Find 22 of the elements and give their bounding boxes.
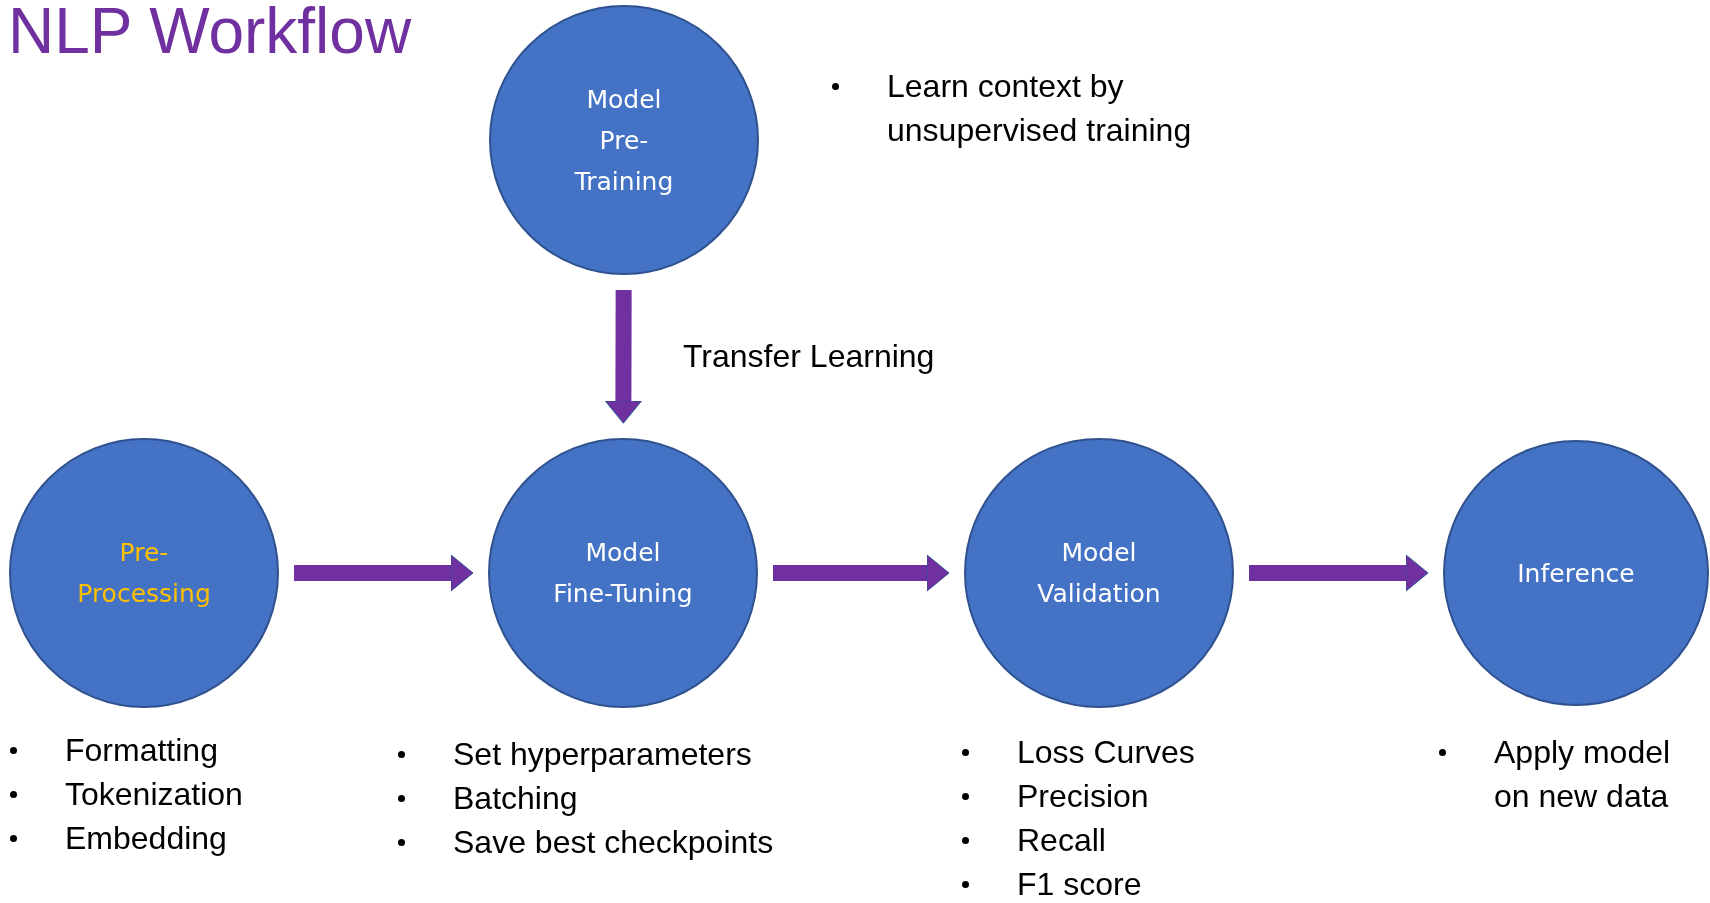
bullet-text: Embedding <box>65 819 227 858</box>
bullet-text: F1 score <box>1017 865 1142 903</box>
node-label: Model Fine-Tuning <box>553 537 693 610</box>
bullet-text: Learn context by unsupervised training <box>887 67 1193 150</box>
bullet-text: Save best checkpoints <box>453 823 774 862</box>
bullet-text: Tokenization <box>65 775 243 814</box>
block-arrow <box>604 290 642 424</box>
node-label: Model Pre-Training <box>573 83 675 198</box>
node-label: Pre-Processing <box>76 537 212 610</box>
title: NLP Workflow <box>8 0 412 68</box>
block-arrow <box>294 554 474 592</box>
bullet-text: Precision <box>1017 777 1149 816</box>
bullet-text: Set hyperparameters <box>453 735 752 774</box>
bullet-text: Formatting <box>65 731 218 770</box>
bullet-text: Apply model on new data <box>1494 733 1672 816</box>
node-label: Model Validation <box>1036 537 1162 610</box>
block-arrow <box>773 554 950 592</box>
bullet-text: Recall <box>1017 821 1106 860</box>
bullet-text: Batching <box>453 779 578 818</box>
bullet-text: Loss Curves <box>1017 733 1195 772</box>
node-label: Inference <box>1517 557 1635 590</box>
block-arrow <box>1249 554 1429 592</box>
